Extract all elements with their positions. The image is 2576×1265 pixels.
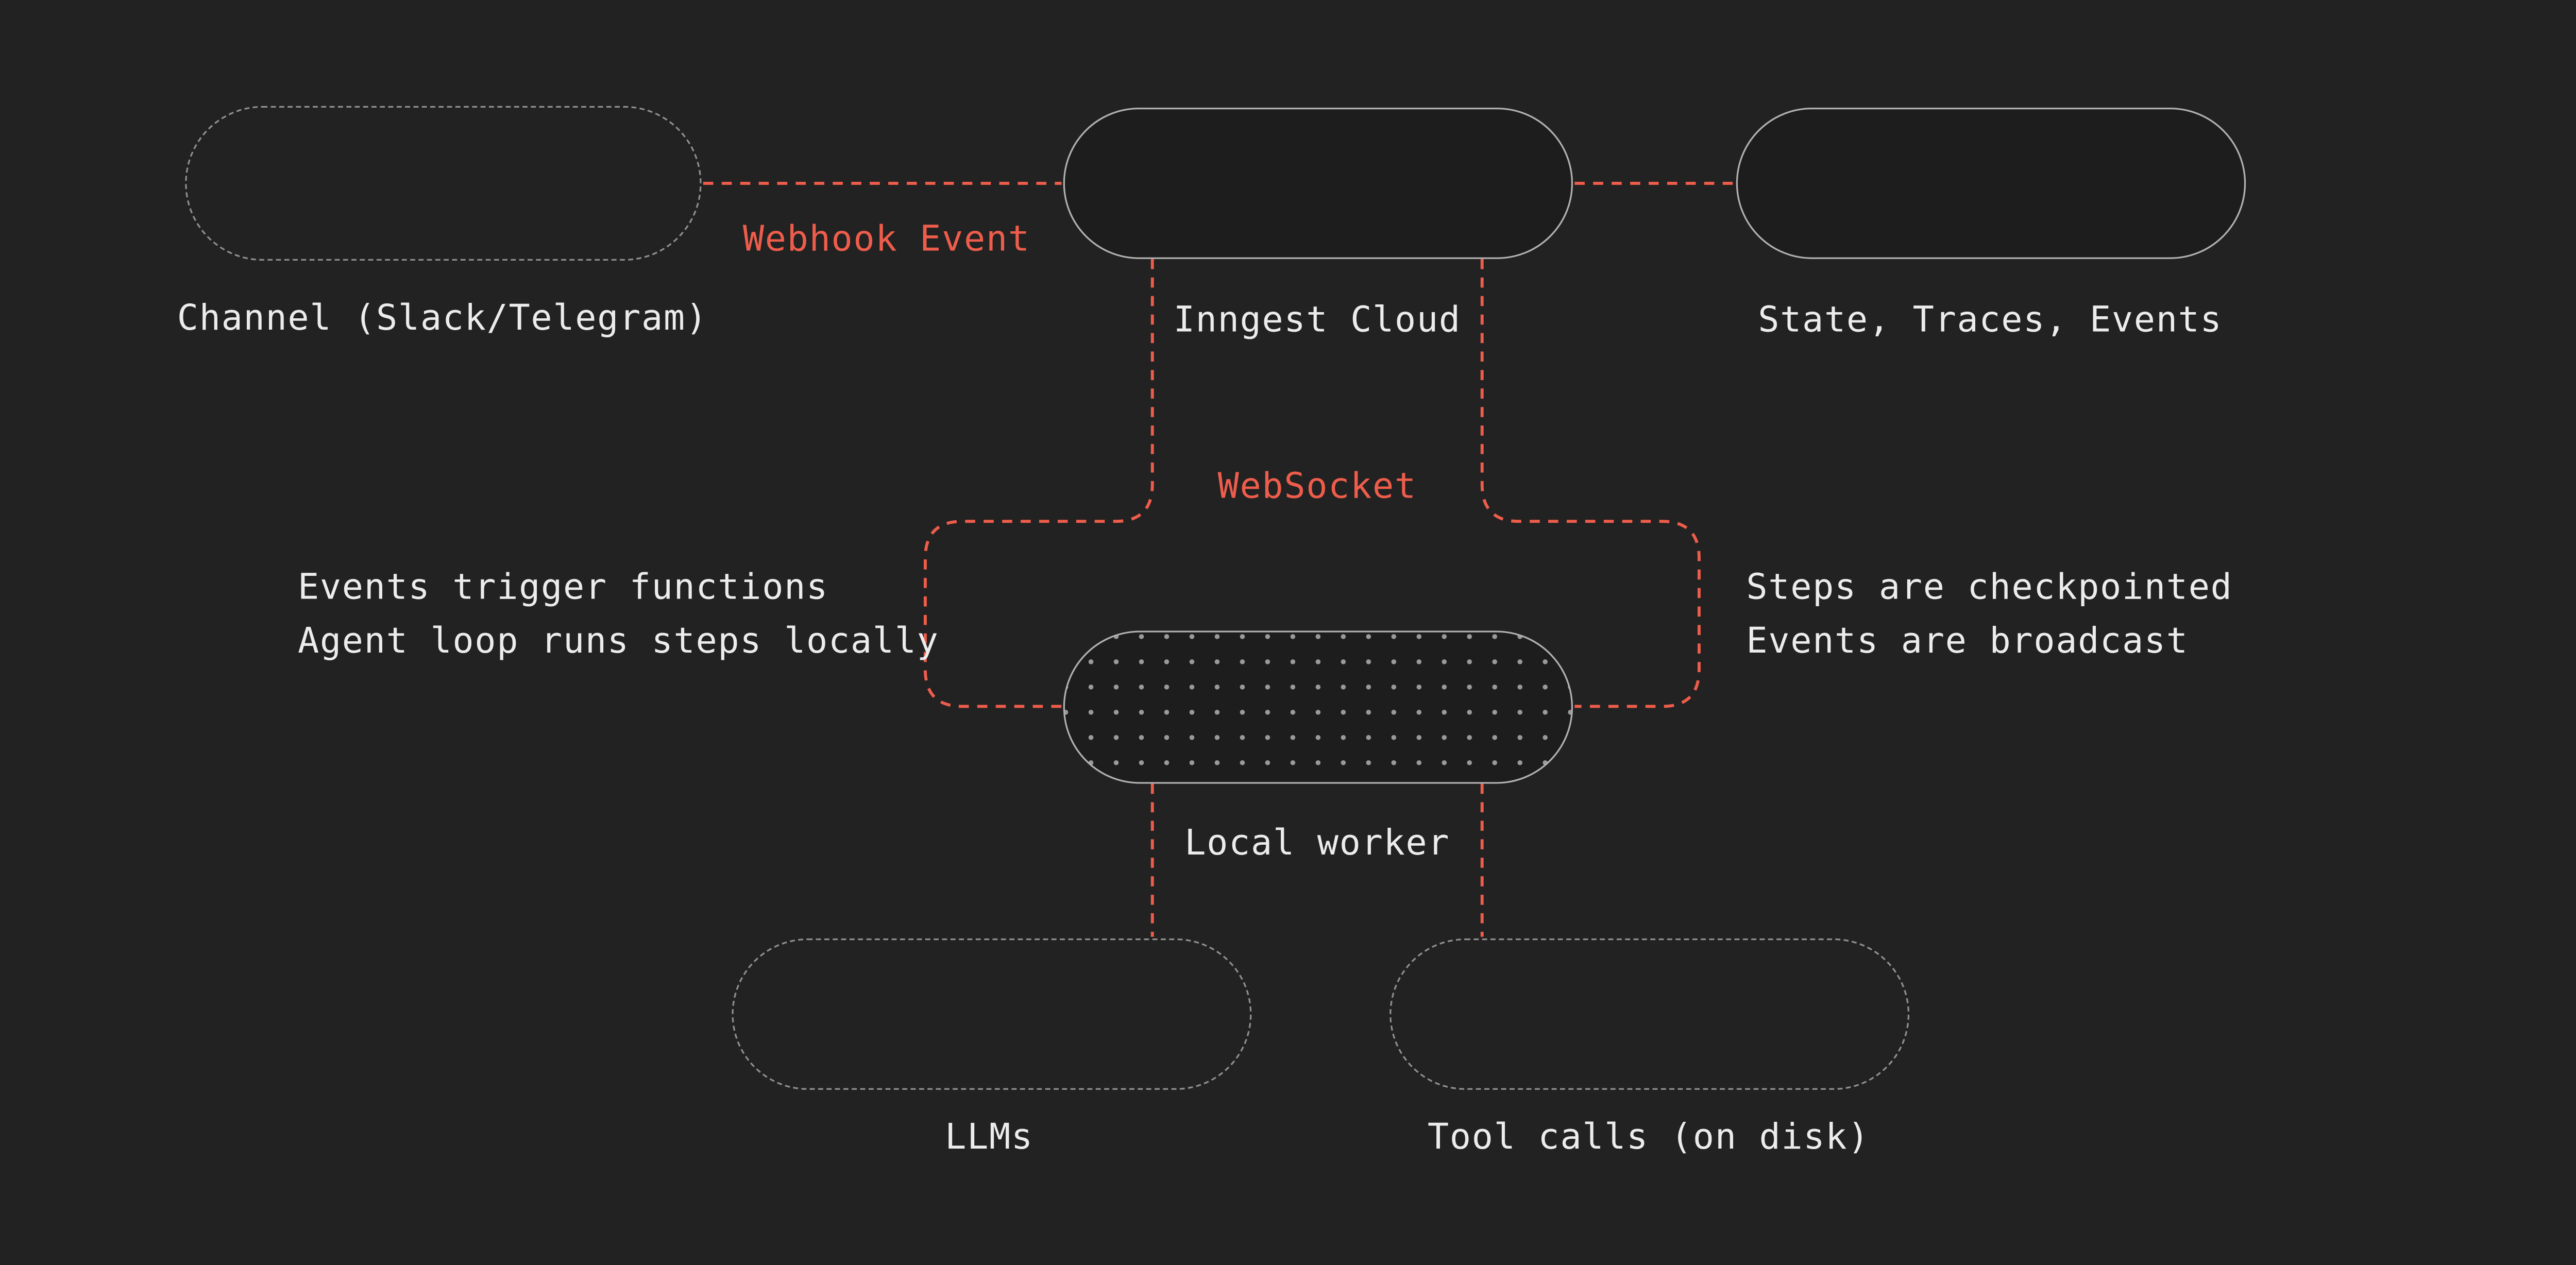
node-llms-label: LLMs	[945, 1117, 1033, 1157]
edge-webhook-event-label: Webhook Event	[742, 218, 1030, 259]
node-inngest-cloud	[1063, 107, 1573, 259]
node-llms	[732, 938, 1252, 1090]
annotation-right-line1: Steps are checkpointed	[1746, 567, 2233, 607]
annotation-left: Events trigger functions Agent loop runs…	[298, 560, 939, 668]
node-local-worker	[1063, 630, 1573, 784]
node-state-traces-events	[1736, 107, 2246, 259]
node-local-worker-label: Local worker	[1184, 822, 1450, 863]
annotation-left-line2: Agent loop runs steps locally	[297, 620, 939, 661]
annotation-right: Steps are checkpointed Events are broadc…	[1746, 560, 2232, 668]
annotation-right-line2: Events are broadcast	[1746, 620, 2189, 661]
node-tool-calls	[1389, 938, 1910, 1090]
node-channel	[185, 106, 702, 261]
node-inngest-cloud-label: Inngest Cloud	[1173, 299, 1461, 340]
annotation-left-line1: Events trigger functions	[297, 567, 828, 607]
edge-websocket-label: WebSocket	[1217, 466, 1417, 506]
node-channel-label: Channel (Slack/Telegram)	[177, 297, 708, 338]
node-state-traces-events-label: State, Traces, Events	[1758, 299, 2223, 340]
node-tool-calls-label: Tool calls (on disk)	[1427, 1117, 1870, 1157]
